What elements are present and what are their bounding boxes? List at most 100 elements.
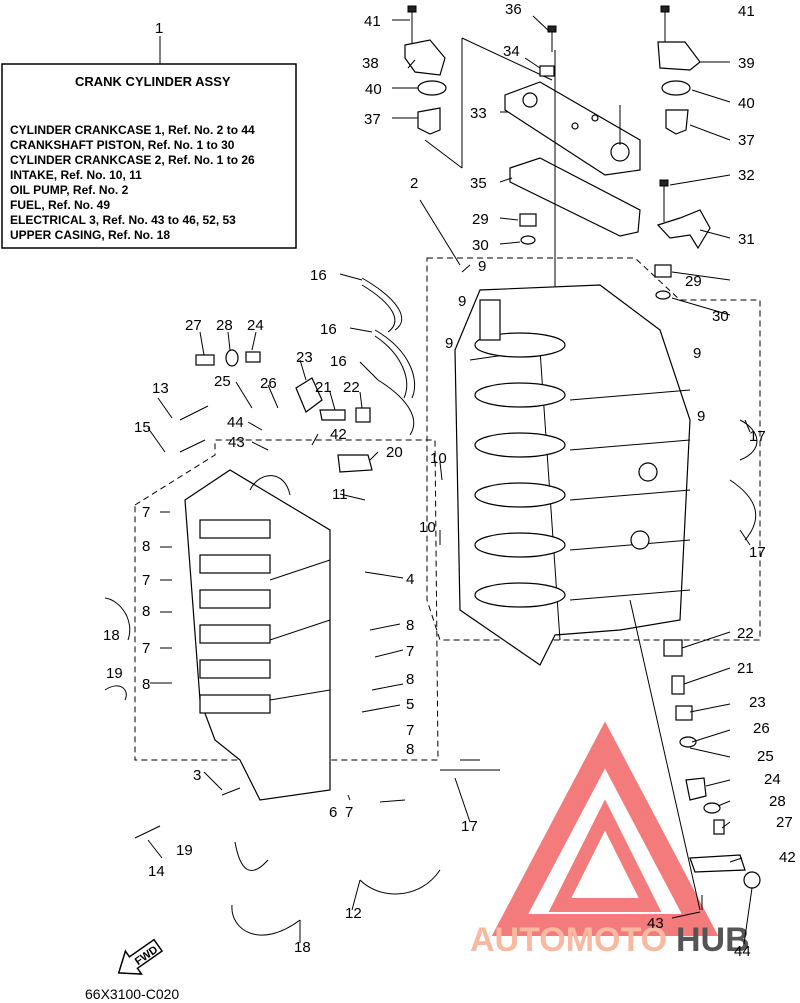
callout: 8 xyxy=(142,538,150,555)
callout: 5 xyxy=(406,696,414,713)
callout: 9 xyxy=(478,258,486,275)
assembly-line: CYLINDER CRANKCASE 1, Ref. No. 2 to 44 xyxy=(10,123,255,137)
part-clamp-bracket xyxy=(656,209,711,250)
callout: 33 xyxy=(470,105,487,122)
callout: 9 xyxy=(458,293,466,310)
callout: 17 xyxy=(749,428,766,445)
assembly-line: CYLINDER CRANKCASE 2, Ref. No. 1 to 26 xyxy=(10,153,255,167)
callout: 35 xyxy=(470,175,487,192)
callout: 41 xyxy=(738,3,755,20)
callout: 8 xyxy=(406,741,414,758)
assembly-line: FUEL, Ref. No. 49 xyxy=(10,198,110,212)
callout: 32 xyxy=(738,167,755,184)
callout: 15 xyxy=(134,419,151,436)
callout: 13 xyxy=(152,380,169,397)
callout: 3 xyxy=(193,767,201,784)
hoses-and-fittings xyxy=(104,277,761,936)
callout: 4 xyxy=(406,571,414,588)
callout: 8 xyxy=(406,617,414,634)
callout: 21 xyxy=(315,379,332,396)
callout: 7 xyxy=(406,722,414,739)
callout: 7 xyxy=(142,504,150,521)
crankcase-half-block xyxy=(134,439,439,801)
callout: 9 xyxy=(693,345,701,362)
callout: 38 xyxy=(362,55,379,72)
callout: 22 xyxy=(737,625,754,642)
callout: 40 xyxy=(738,95,755,112)
callout: 9 xyxy=(697,408,705,425)
callout: 37 xyxy=(738,132,755,149)
callout: 10 xyxy=(419,519,436,536)
part-cover-gasket xyxy=(509,157,641,237)
callout: 34 xyxy=(503,43,520,60)
callout: 17 xyxy=(461,818,478,835)
forward-arrow: FWD xyxy=(117,938,164,975)
callout: 8 xyxy=(142,603,150,620)
assembly-line: INTAKE, Ref. No. 10, 11 xyxy=(10,168,142,182)
callout: 31 xyxy=(738,231,755,248)
part-cap xyxy=(404,39,446,76)
callout: 36 xyxy=(505,1,522,18)
callout: 30 xyxy=(712,308,729,325)
callout: 22 xyxy=(343,379,360,396)
callout: 28 xyxy=(216,317,233,334)
leader-lines xyxy=(147,15,753,945)
callout: 18 xyxy=(103,627,120,644)
callout: 39 xyxy=(738,55,755,72)
callout: 16 xyxy=(320,321,337,338)
callout: 11 xyxy=(332,486,348,503)
callout: 9 xyxy=(445,335,453,352)
assembly-line: CRANKSHAFT PISTON, Ref. No. 1 to 30 xyxy=(10,138,235,152)
callout: 14 xyxy=(148,863,165,880)
part-cap xyxy=(657,41,701,71)
callout: 6 xyxy=(329,804,337,821)
callout: 16 xyxy=(310,267,327,284)
watermark-triangle-logo xyxy=(491,721,719,936)
callout: 42 xyxy=(779,849,796,866)
automotohub-watermark: AUTOMOTO HUB xyxy=(470,721,750,959)
callout: 26 xyxy=(260,375,277,392)
callout: 18 xyxy=(294,939,311,956)
callout: 30 xyxy=(472,237,489,254)
callout: 16 xyxy=(330,353,347,370)
assembly-line: UPPER CASING, Ref. No. 18 xyxy=(10,228,170,242)
assembly-title: CRANK CYLINDER ASSY xyxy=(75,74,231,89)
assembly-info-box: 1 CRANK CYLINDER ASSY CYLINDER CRANKCASE… xyxy=(1,20,297,249)
callout: 7 xyxy=(345,804,353,821)
callout: 29 xyxy=(685,273,702,290)
callout: 7 xyxy=(142,572,150,589)
callout: 17 xyxy=(749,544,766,561)
callout: 27 xyxy=(776,814,793,831)
callout: 24 xyxy=(764,771,781,788)
callout: 44 xyxy=(734,943,751,960)
callout: 21 xyxy=(737,660,754,677)
callout-numbers: 41 36 41 34 38 39 40 33 40 37 37 35 2 32… xyxy=(103,1,796,960)
callout: 41 xyxy=(364,13,381,30)
watermark-brand-suffix: HUB xyxy=(676,921,750,959)
callout: 43 xyxy=(228,434,245,451)
callout: 23 xyxy=(296,349,313,366)
callout: 23 xyxy=(749,694,766,711)
cylinder-crankcase-block xyxy=(426,257,761,666)
callout: 27 xyxy=(185,317,202,334)
assembly-line: OIL PUMP, Ref. No. 2 xyxy=(10,183,129,197)
callout: 28 xyxy=(769,793,786,810)
callout: 26 xyxy=(753,720,770,737)
callout: 2 xyxy=(410,175,418,192)
callout: 44 xyxy=(227,414,244,431)
callout-1: 1 xyxy=(155,20,163,37)
callout: 25 xyxy=(757,748,774,765)
callout: 37 xyxy=(364,111,381,128)
callout: 7 xyxy=(142,640,150,657)
callout: 19 xyxy=(106,665,123,682)
callout: 12 xyxy=(345,905,362,922)
callout: 8 xyxy=(142,676,150,693)
watermark-brand: AUTOMOTO xyxy=(470,921,667,959)
callout: 19 xyxy=(176,842,193,859)
callout: 29 xyxy=(472,211,489,228)
callout: 40 xyxy=(365,81,382,98)
drawing-code: 66X3100-C020 xyxy=(85,986,179,1002)
callout: 8 xyxy=(406,671,414,688)
callout: 25 xyxy=(214,373,231,390)
